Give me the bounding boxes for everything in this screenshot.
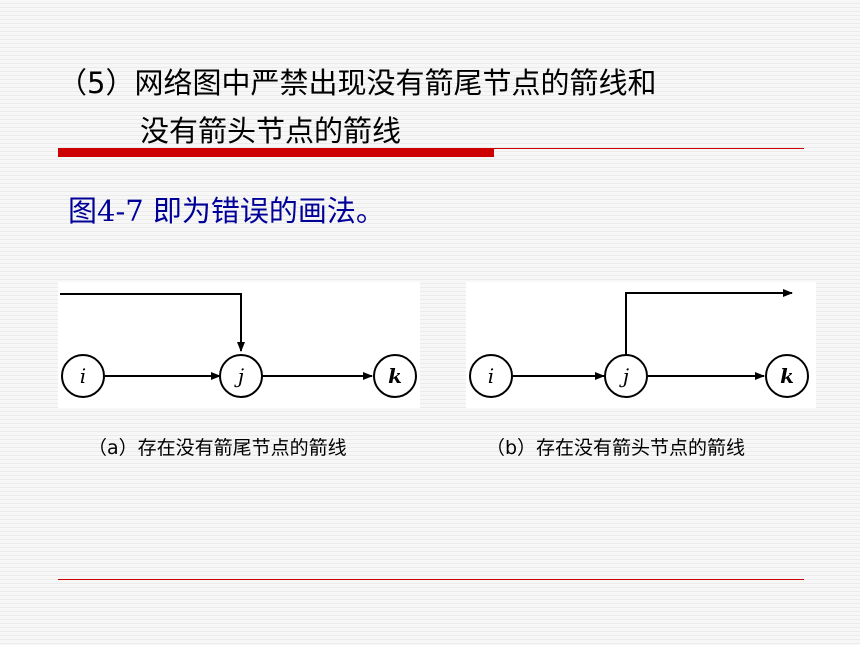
node-k: k: [373, 354, 417, 398]
svg-text:k: k: [388, 364, 402, 388]
svg-text:k: k: [780, 364, 794, 388]
diagram-a: i j k: [58, 282, 420, 408]
slide-title-line-2: 没有箭头节点的箭线: [140, 114, 402, 148]
node-i: i: [61, 354, 105, 398]
diagram-b: i j k: [466, 282, 816, 408]
diagram-b-svg: i j k: [469, 289, 809, 398]
svg-text:j: j: [619, 364, 629, 388]
svg-text:j: j: [234, 364, 244, 388]
svg-text:i: i: [488, 364, 494, 388]
dangling-arrow-no-head: [625, 289, 793, 355]
footer-divider: [58, 579, 804, 580]
node-i: i: [469, 354, 513, 398]
caption-b: （b）存在没有箭头节点的箭线: [486, 437, 746, 459]
title-underline-thin: [494, 148, 804, 149]
node-j: j: [604, 354, 648, 398]
figure-reference-text: 图4-7 即为错误的画法。: [68, 194, 385, 228]
title-underline-thick: [58, 148, 494, 157]
svg-text:i: i: [80, 364, 86, 388]
caption-a: （a）存在没有箭尾节点的箭线: [88, 437, 347, 459]
slide-title-line-1: （5）网络图中严禁出现没有箭尾节点的箭线和: [58, 66, 657, 100]
node-k: k: [765, 354, 809, 398]
diagram-a-svg: i j k: [60, 293, 417, 398]
dangling-arrow-no-tail: [60, 293, 245, 352]
node-j: j: [219, 354, 263, 398]
